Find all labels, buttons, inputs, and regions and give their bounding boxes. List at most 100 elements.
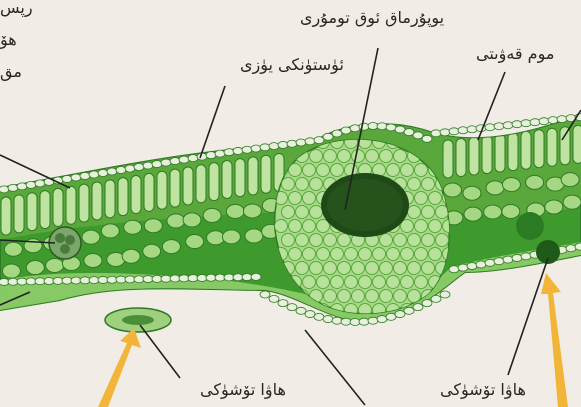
epidermis-cell xyxy=(62,277,72,284)
epidermis-cell xyxy=(116,167,126,174)
spongy-cell xyxy=(122,249,140,263)
vein-cell xyxy=(345,276,358,289)
label-stoma-center: هاۋا تۆشۈكى xyxy=(200,380,286,399)
epidermis-cell xyxy=(449,266,459,273)
epidermis-cell xyxy=(296,307,306,314)
vein-cell xyxy=(289,220,302,233)
vein-cell xyxy=(303,248,316,261)
epidermis-cell xyxy=(368,123,378,130)
vein-cell xyxy=(394,290,407,303)
epidermis-cell xyxy=(170,158,180,165)
vein-cell xyxy=(338,290,351,303)
epidermis-cell xyxy=(503,256,513,263)
vein-cell xyxy=(282,234,295,247)
palisade-cell xyxy=(131,176,141,214)
vein-cell xyxy=(310,234,323,247)
vein-cell xyxy=(408,234,421,247)
label-partial-left-1: رپس xyxy=(0,0,33,17)
vein-cell xyxy=(317,248,330,261)
epidermis-cell xyxy=(359,123,369,130)
epidermis-cell xyxy=(548,117,558,124)
epidermis-cell xyxy=(134,276,144,283)
spongy-cell xyxy=(143,244,161,258)
epidermis-cell xyxy=(89,171,99,178)
epidermis-cell xyxy=(575,243,581,250)
epidermis-cell xyxy=(503,122,513,129)
spongy-cell xyxy=(124,220,142,234)
epidermis-cell xyxy=(476,261,486,268)
epidermis-cell xyxy=(323,316,333,323)
vein-cell xyxy=(282,178,295,191)
epidermis-cell xyxy=(377,316,387,323)
vein-cell xyxy=(408,206,421,219)
vein-cell xyxy=(296,178,309,191)
epidermis-cell xyxy=(242,274,252,281)
epidermis-cell xyxy=(341,318,351,325)
vein-cell xyxy=(366,150,379,163)
vein-cell xyxy=(380,290,393,303)
spongy-cell xyxy=(186,235,204,249)
spongy-cell xyxy=(162,240,180,254)
vein-cell xyxy=(422,234,435,247)
epidermis-cell xyxy=(80,172,90,179)
vein-cell xyxy=(282,206,295,219)
epidermis-cell xyxy=(152,161,162,168)
epidermis-cell xyxy=(17,183,27,190)
vein-cell xyxy=(366,262,379,275)
epidermis-cell xyxy=(71,174,81,181)
epidermis-cell xyxy=(440,291,450,298)
epidermis-cell xyxy=(314,137,324,144)
vein-cell xyxy=(387,276,400,289)
palisade-cell xyxy=(456,139,466,177)
vein-cell xyxy=(296,234,309,247)
epidermis-cell xyxy=(440,129,450,136)
spongy-cell xyxy=(167,214,185,228)
epidermis-cell xyxy=(287,140,297,147)
epidermis-cell xyxy=(143,276,153,283)
vein-cell xyxy=(450,290,463,303)
palisade-cell xyxy=(170,169,180,207)
vein-cell xyxy=(366,290,379,303)
vein-cell xyxy=(352,262,365,275)
vein-cell xyxy=(429,192,442,205)
epidermis-cell xyxy=(80,277,90,284)
vein-cell xyxy=(401,164,414,177)
vein-cell xyxy=(338,150,351,163)
palisade-cell xyxy=(547,128,557,166)
spongy-cell xyxy=(486,181,504,195)
epidermis-cell xyxy=(431,295,441,302)
vein-cell xyxy=(422,262,435,275)
epidermis-cell xyxy=(305,138,315,145)
vein-cell xyxy=(408,262,421,275)
vein-cell xyxy=(359,248,372,261)
spongy-cell xyxy=(464,207,482,221)
spongy-cell xyxy=(243,204,261,218)
vein-cell xyxy=(415,248,428,261)
vein-cell xyxy=(289,248,302,261)
spongy-cell xyxy=(245,229,263,243)
vein-cell xyxy=(373,248,386,261)
palisade-cell xyxy=(183,167,193,205)
epidermis-cell xyxy=(485,259,495,266)
epidermis-cell xyxy=(0,186,9,193)
spongy-cell xyxy=(82,230,100,244)
epidermis-cell xyxy=(566,245,576,252)
vein-cell xyxy=(310,262,323,275)
spongy-cell xyxy=(4,242,22,256)
epidermis-cell xyxy=(233,147,243,154)
vein-cell xyxy=(303,276,316,289)
epidermis-cell xyxy=(35,180,45,187)
epidermis-cell xyxy=(224,149,234,156)
palisade-cell xyxy=(53,188,63,226)
vein-cell xyxy=(324,262,337,275)
vein-cell xyxy=(296,206,309,219)
epidermis-cell xyxy=(377,123,387,130)
palisade-cell xyxy=(222,160,232,198)
epidermis-cell xyxy=(224,274,234,281)
epidermis-cell xyxy=(341,127,351,134)
epidermis-cell xyxy=(269,295,279,302)
vein-cell xyxy=(324,150,337,163)
spongy-cell xyxy=(183,213,201,227)
spongy-cell xyxy=(463,186,481,200)
epidermis-cell xyxy=(170,275,180,282)
